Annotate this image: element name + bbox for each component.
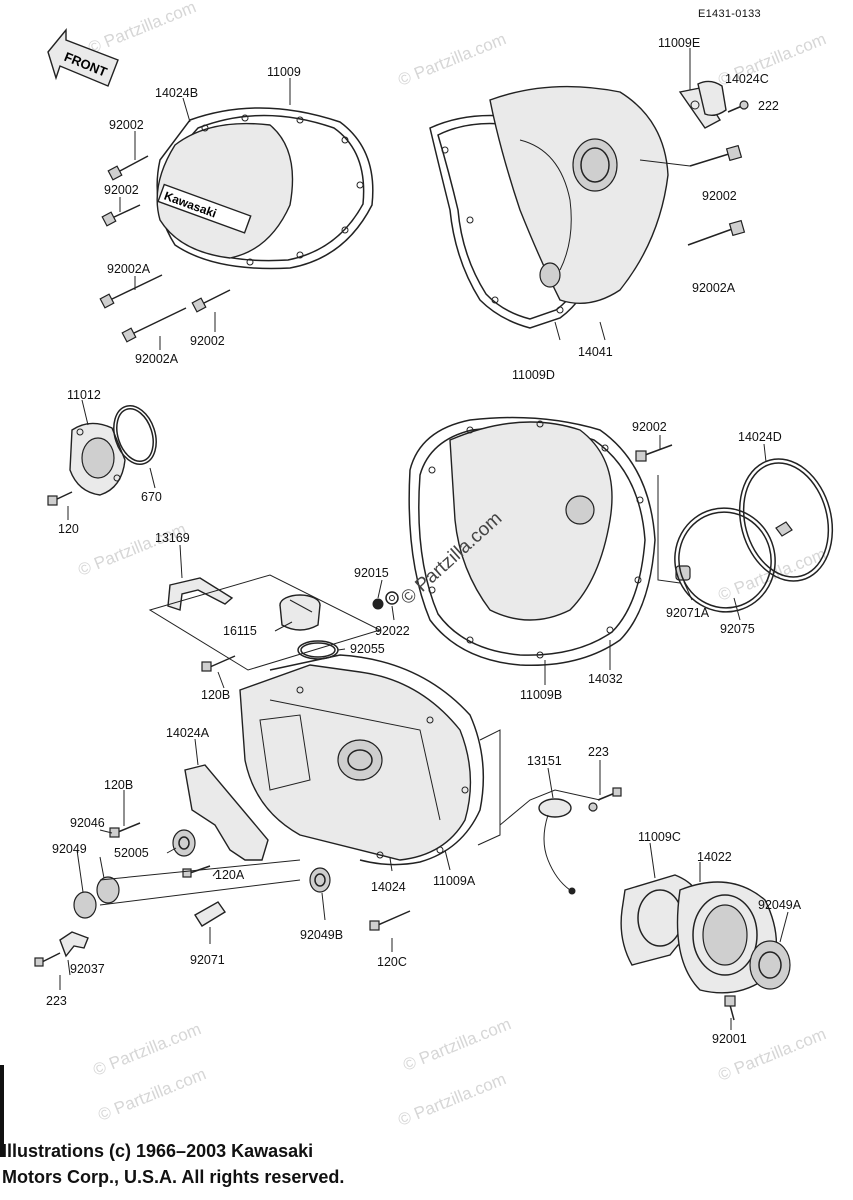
bolt-120b-1 xyxy=(201,655,236,672)
part-label: 92002 xyxy=(190,334,225,348)
copyright-bar xyxy=(0,1065,4,1157)
part-label: 92049A xyxy=(758,898,802,912)
part-label: 120C xyxy=(377,955,407,969)
ring-14024d xyxy=(738,458,834,582)
part-label: 223 xyxy=(46,994,67,1008)
bearing-92049 xyxy=(73,876,120,919)
part-label: 14024D xyxy=(738,430,782,444)
front-arrow-icon: FRONT xyxy=(47,28,119,87)
part-label: 120A xyxy=(215,868,245,882)
bolt-223-a xyxy=(588,787,622,812)
bolt-92002a-3 xyxy=(687,219,746,246)
part-label: 11012 xyxy=(67,388,101,402)
cap-16115 xyxy=(279,594,321,631)
part-label: 11009C xyxy=(638,830,681,844)
part-label: 11009B xyxy=(520,688,563,702)
part-label: 92015 xyxy=(354,566,389,580)
part-label: 14024C xyxy=(725,72,769,86)
part-label: 120B xyxy=(201,688,231,702)
part-label: 52005 xyxy=(114,846,149,860)
part-label: 92055 xyxy=(350,642,385,656)
part-label: 92002 xyxy=(109,118,144,132)
part-label: 14024B xyxy=(155,86,199,100)
part-label: 92037 xyxy=(70,962,105,976)
ring-92075 xyxy=(674,507,776,613)
part-label: 92001 xyxy=(712,1032,747,1046)
part-label: 92002 xyxy=(632,420,667,434)
part-label: 14041 xyxy=(578,345,613,359)
part-label: 92046 xyxy=(70,816,105,830)
bolt-92001 xyxy=(724,995,736,1021)
plate-14024a xyxy=(184,764,269,861)
cover-14024 xyxy=(239,654,485,866)
bearing-92049b xyxy=(309,867,331,893)
part-label: 14032 xyxy=(588,672,623,686)
screw-222 xyxy=(727,100,749,113)
bolt-223-b xyxy=(34,952,61,967)
part-label: 92002A xyxy=(107,262,151,276)
cover-14041 xyxy=(429,85,669,329)
seal-52005 xyxy=(172,829,196,857)
bolt-92002a-1 xyxy=(99,274,163,309)
part-label: 92002A xyxy=(135,352,179,366)
part-label: 670 xyxy=(141,490,162,504)
part-label: 11009D xyxy=(512,368,555,382)
part-label: 14024A xyxy=(166,726,210,740)
part-label: 222 xyxy=(758,99,779,113)
part-label: 14022 xyxy=(697,850,732,864)
part-label: 14024 xyxy=(371,880,406,894)
cover-11012 xyxy=(47,405,157,506)
part-label: 92049B xyxy=(300,928,344,942)
part-label: 13169 xyxy=(155,531,190,545)
part-label: 92071A xyxy=(666,606,710,620)
part-label: 16115 xyxy=(223,624,257,638)
part-label: 92049 xyxy=(52,842,87,856)
part-label: 11009E xyxy=(658,36,701,50)
bolt-92002-3 xyxy=(191,289,231,313)
part-label: 223 xyxy=(588,745,609,759)
clip-92071 xyxy=(194,901,227,927)
switch-13151 xyxy=(538,798,576,895)
leader-lines xyxy=(59,48,789,1030)
part-label: 92022 xyxy=(375,624,410,638)
part-label: 92075 xyxy=(720,622,755,636)
part-label: 11009A xyxy=(433,874,476,888)
part-label: 120 xyxy=(58,522,79,536)
bracket-13169 xyxy=(167,577,234,611)
part-label: 11009 xyxy=(267,65,301,79)
cover-14032 xyxy=(408,416,656,667)
part-label: 92002 xyxy=(104,183,139,197)
diagram-code: E1431-0133 xyxy=(698,8,761,20)
bolt-92002-5 xyxy=(635,444,673,462)
part-label: 13151 xyxy=(527,754,562,768)
washer-92022 xyxy=(385,591,399,605)
seal-92049a xyxy=(749,940,791,990)
bolt-120c xyxy=(369,910,411,931)
part-label: 92002A xyxy=(692,281,736,295)
bracket-92037 xyxy=(59,931,89,958)
washer-92015 xyxy=(372,598,384,610)
part-label: 92071 xyxy=(190,953,225,967)
copyright-line-2: Motors Corp., U.S.A. All rights reserved… xyxy=(2,1167,345,1187)
bolt-92002-2 xyxy=(101,204,141,227)
bolt-92002a-2 xyxy=(121,307,187,343)
plate-14024c xyxy=(697,80,727,117)
bolt-92002-4 xyxy=(689,144,743,167)
copyright-line-1: Illustrations (c) 1966–2003 Kawasaki xyxy=(2,1141,314,1161)
part-label: 120B xyxy=(104,778,134,792)
cover-14024b: Kawasaki xyxy=(156,107,374,270)
part-label: 92002 xyxy=(702,189,737,203)
bolt-92002-1 xyxy=(107,155,149,181)
gasket-11009e xyxy=(678,87,721,129)
bolt-120b-2 xyxy=(109,822,141,838)
